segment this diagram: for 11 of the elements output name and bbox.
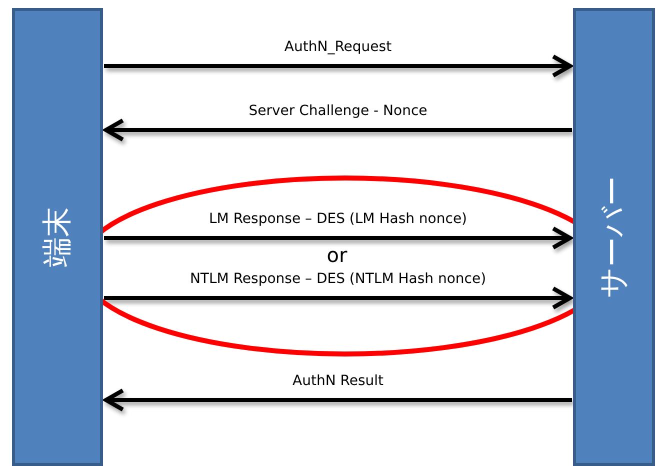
lifeline-bar: [12, 8, 103, 466]
lifeline-bar: [573, 8, 655, 466]
edge-label: AuthN_Request: [282, 38, 394, 56]
participant-label: 端末: [42, 207, 72, 267]
edge-label: Server Challenge - Nonce: [246, 102, 430, 120]
note-text: or: [326, 244, 348, 266]
message-arrow: [104, 118, 572, 142]
message-arrow: [104, 54, 572, 78]
message-arrow: [104, 388, 572, 412]
message-arrow: [104, 286, 572, 310]
participant-label: サーバー: [599, 176, 629, 298]
